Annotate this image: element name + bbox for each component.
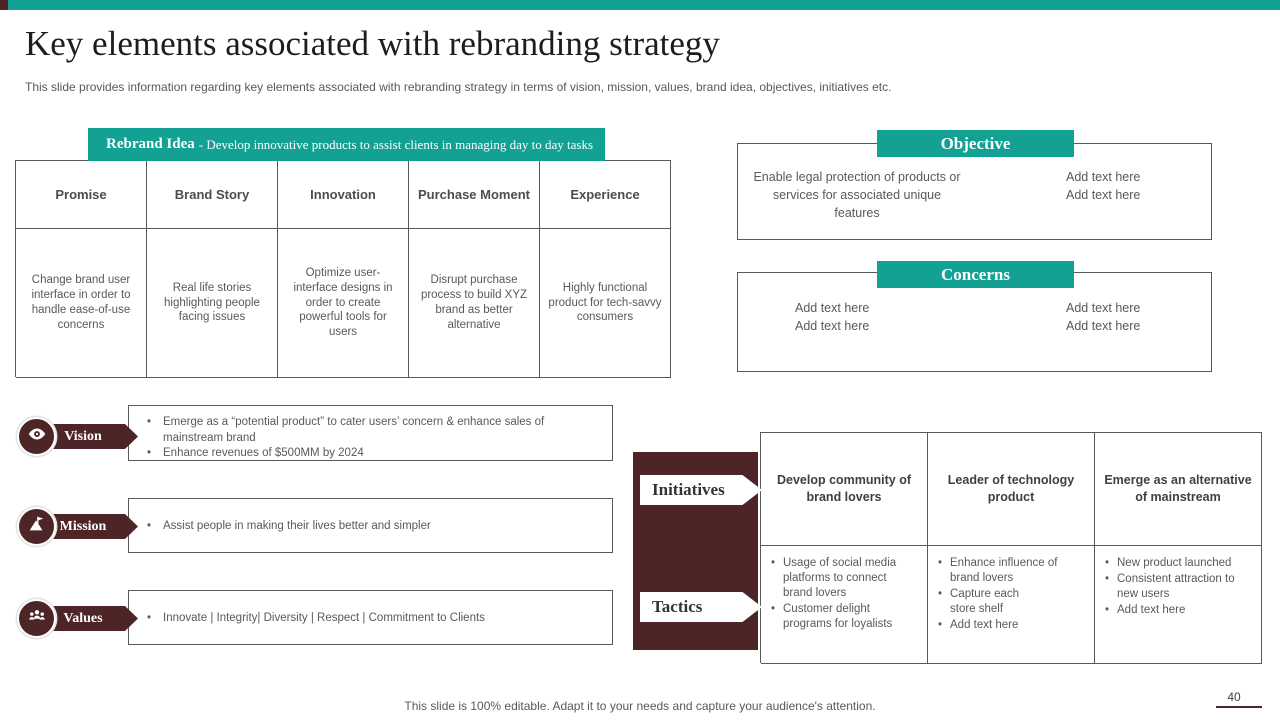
column-header: Experience — [540, 161, 671, 229]
column-header: Innovation — [278, 161, 409, 229]
tactic-item: Usage of social media platforms to conne… — [783, 557, 897, 599]
vision-bullet: Emerge as a “potential product” to cater… — [163, 416, 545, 444]
bullet-icon: • — [771, 602, 776, 615]
top-accent-corner — [0, 0, 8, 10]
tactic-item: New product launched — [1117, 557, 1232, 569]
rebrand-idea-label: Rebrand Idea — [106, 136, 195, 152]
values-bullet: Innovate | Integrity| Diversity | Respec… — [163, 612, 485, 624]
table-cell: Change brand user interface in order to … — [16, 229, 147, 378]
people-group-icon — [26, 605, 48, 632]
tactics-label: Tactics — [640, 592, 762, 622]
bullet-icon: • — [771, 557, 776, 569]
concerns-placeholders-left: Add text here Add text here — [795, 299, 945, 335]
tactic-item: Capture each store shelf — [950, 587, 1020, 615]
tactic-item[interactable]: Add text here — [950, 618, 1019, 631]
bullet-icon: • — [1105, 557, 1110, 569]
eye-icon — [26, 423, 48, 450]
vision-bullet: Enhance revenues of $500MM by 2024 — [163, 447, 364, 460]
column-header: Promise — [16, 161, 147, 229]
placeholder-text[interactable]: Add text here — [1066, 188, 1141, 203]
rebrand-idea-banner: Rebrand Idea - Develop innovative produc… — [88, 128, 605, 161]
concerns-placeholders-right: Add text here Add text here — [1066, 299, 1216, 335]
tactics-cell: • Usage of social media platforms to con… — [761, 546, 928, 664]
vision-badge — [17, 417, 56, 456]
placeholder-text[interactable]: Add text here — [1066, 301, 1141, 315]
page-number: 40 — [1227, 690, 1241, 704]
bullet-icon: • — [938, 557, 943, 569]
vision-text-box: • Emerge as a “potential product” to cat… — [128, 405, 613, 461]
values-badge — [17, 599, 56, 638]
top-accent-bar — [0, 0, 1280, 10]
initiatives-tactics-table: Develop community of brand lovers Leader… — [760, 432, 1262, 664]
initiative-header: Leader of technology product — [928, 433, 1095, 546]
column-header: Purchase Moment — [409, 161, 540, 229]
placeholder-text[interactable]: Add text here — [1066, 170, 1141, 184]
tactics-cell: • Enhance influence of brand lovers • Ca… — [928, 546, 1095, 664]
bullet-icon: • — [1105, 603, 1110, 616]
table-cell: Highly functional product for tech-savvy… — [540, 229, 671, 378]
tactic-item: Enhance influence of brand lovers — [950, 557, 1058, 584]
concerns-header: Concerns — [877, 261, 1074, 288]
mission-text-box: • Assist people in making their lives be… — [128, 498, 613, 553]
bullet-icon: • — [147, 416, 152, 428]
initiatives-label: Initiatives — [640, 475, 762, 505]
bullet-icon: • — [147, 447, 152, 460]
mission-bullet: Assist people in making their lives bett… — [163, 520, 431, 532]
page-title: Key elements associated with rebranding … — [25, 24, 720, 63]
objective-header: Objective — [877, 130, 1074, 157]
objective-text: Enable legal protection of products or s… — [753, 170, 961, 221]
initiative-header: Emerge as an alternative of mainstream — [1095, 433, 1262, 546]
tactic-item[interactable]: Add text here — [1117, 603, 1186, 616]
concerns-box — [737, 272, 1212, 372]
flag-mountain-icon — [26, 513, 48, 540]
tactics-cell: • New product launched • Consistent attr… — [1095, 546, 1262, 664]
placeholder-text[interactable]: Add text here — [1066, 319, 1141, 334]
bullet-icon: • — [938, 618, 943, 631]
table-cell: Optimize user-interface designs in order… — [278, 229, 409, 378]
initiative-header: Develop community of brand lovers — [761, 433, 928, 546]
table-cell: Disrupt purchase process to build XYZ br… — [409, 229, 540, 378]
placeholder-text[interactable]: Add text here — [795, 319, 870, 334]
objective-box — [737, 143, 1212, 240]
mission-badge — [17, 507, 56, 546]
bullet-icon: • — [1105, 572, 1110, 585]
page-number-underline — [1216, 706, 1262, 708]
objective-placeholders: Add text here Add text here — [1066, 168, 1206, 204]
tactic-item: Customer delight programs for loyalists — [783, 602, 893, 630]
tactic-item: Consistent attraction to new users — [1117, 572, 1235, 600]
placeholder-text[interactable]: Add text here — [795, 301, 870, 315]
bullet-icon: • — [147, 520, 152, 532]
bullet-icon: • — [938, 587, 943, 600]
page-subtitle: This slide provides information regardin… — [25, 80, 892, 94]
footer-note: This slide is 100% editable. Adapt it to… — [404, 699, 876, 713]
brand-elements-table: Promise Brand Story Innovation Purchase … — [15, 160, 671, 378]
bullet-icon: • — [147, 612, 152, 624]
rebrand-idea-description: - Develop innovative products to assist … — [198, 136, 594, 152]
column-header: Brand Story — [147, 161, 278, 229]
table-cell: Real life stories highlighting people fa… — [147, 229, 278, 378]
values-text-box: • Innovate | Integrity| Diversity | Resp… — [128, 590, 613, 645]
